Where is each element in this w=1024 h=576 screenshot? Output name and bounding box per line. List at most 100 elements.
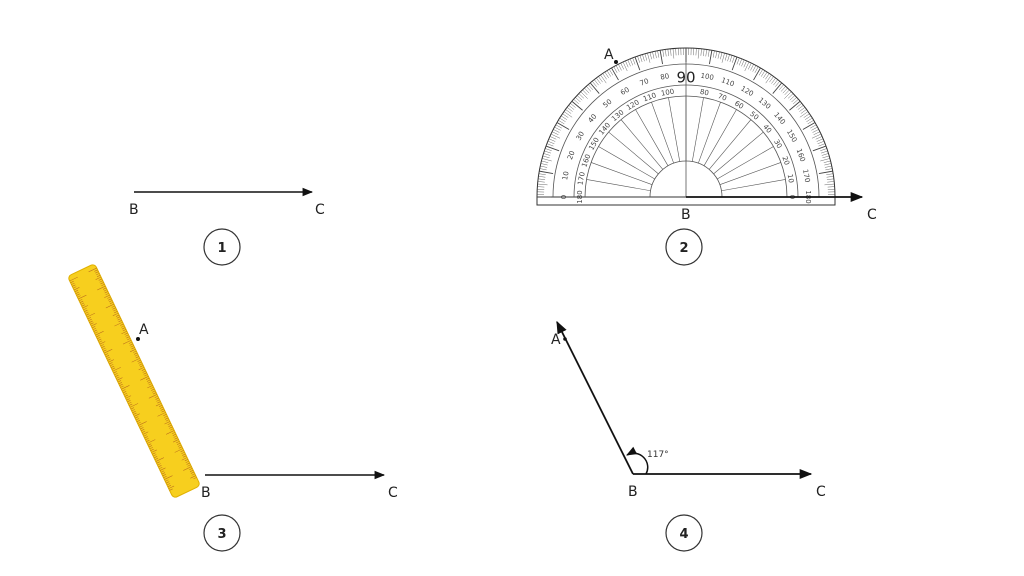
ruler-tick (105, 355, 110, 357)
protractor-tick (611, 67, 619, 81)
protractor-tick (553, 129, 560, 133)
ruler-tick (152, 392, 157, 395)
ruler-tick (114, 321, 123, 327)
protractor-ray (608, 131, 659, 175)
protractor-tick (807, 120, 814, 125)
ruler-tick (121, 325, 125, 328)
protractor-tick (672, 48, 675, 59)
protractor-ray (713, 131, 764, 175)
protractor-tick (810, 124, 817, 129)
protractor-inner-label: 40 (761, 123, 773, 135)
ruler-tick (159, 467, 166, 471)
ruler-tick (69, 276, 78, 282)
protractor-tick (724, 53, 728, 61)
protractor-tick (563, 111, 573, 118)
protractor-tick (797, 105, 804, 110)
ruler-tick (85, 313, 90, 316)
ruler-tick (80, 302, 85, 305)
ray-ba (556, 320, 634, 475)
protractor-tick (799, 111, 809, 118)
point-label-c: C (388, 485, 398, 501)
protractor-tick (602, 73, 607, 80)
ruler-tick (148, 383, 152, 386)
protractor-tick (647, 53, 651, 63)
protractor-tick (539, 170, 554, 175)
ruler-tick (156, 461, 160, 464)
ruler-tick (114, 373, 118, 376)
ruler-tick (142, 431, 149, 435)
protractor-tick (541, 160, 549, 163)
ruler-tick (88, 267, 97, 273)
ruler-tick (137, 421, 141, 424)
ruler-tick (161, 472, 166, 475)
protractor-tick (802, 122, 816, 130)
protractor-tick (538, 173, 546, 175)
protractor-tick (720, 52, 723, 60)
protractor-tick (752, 65, 757, 72)
protractor-tick (589, 82, 600, 94)
protractor-tick (565, 109, 572, 114)
protractor-tick (538, 176, 546, 178)
protractor-tick (555, 124, 562, 129)
protractor-tick (549, 136, 557, 140)
protractor-tick (542, 155, 550, 159)
ruler-tick (71, 282, 75, 285)
protractor-tick (576, 95, 583, 101)
ruler-tick (131, 347, 135, 350)
protractor-tick (560, 115, 568, 120)
protractor-tick (826, 173, 834, 175)
ruler-tick (78, 294, 87, 300)
point-label-a: A (139, 322, 149, 338)
protractor-tick (604, 71, 609, 79)
protractor-tick (547, 140, 555, 144)
ruler-tick (117, 380, 122, 383)
ruler-tick (161, 410, 165, 413)
protractor-tick (578, 93, 584, 99)
ruler-tick (114, 311, 118, 314)
ruler-tick (150, 386, 154, 389)
protractor-tick (815, 136, 823, 140)
ruler-tick (183, 455, 187, 458)
protractor-tick (736, 57, 740, 65)
protractor-ray (717, 146, 774, 180)
ruler-tick (118, 320, 122, 323)
ruler-tick (154, 457, 159, 460)
protractor-tick (544, 150, 552, 154)
ruler-tick (106, 356, 110, 359)
ruler-tick (132, 410, 136, 413)
protractor-tick (652, 51, 655, 59)
protractor-tick (729, 55, 733, 63)
point-label-b: B (201, 485, 211, 501)
protractor-tick (765, 74, 772, 84)
ruler-tick (120, 323, 124, 326)
ruler-tick (98, 340, 103, 343)
ruler-tick (154, 395, 158, 398)
step-number-circle (203, 228, 241, 266)
ruler-tick (123, 392, 128, 395)
ruler-tick (160, 408, 165, 411)
protractor-tick (596, 77, 601, 84)
ruler-tick (88, 318, 92, 321)
ruler-tick (111, 367, 116, 370)
ruler-tick (159, 466, 163, 469)
ruler-tick (164, 415, 168, 418)
ruler-tick (166, 483, 171, 486)
protractor-tick (627, 59, 631, 67)
ruler-tick (163, 414, 167, 416)
point-a (136, 337, 140, 341)
ruler-tick (150, 448, 154, 451)
protractor-tick (708, 50, 713, 65)
protractor-tick (537, 181, 545, 183)
protractor-tick (632, 57, 636, 65)
ruler-tick (101, 346, 105, 348)
ruler-tick (134, 416, 139, 419)
ruler-tick (108, 359, 114, 363)
ruler-tick (79, 299, 83, 302)
ruler-tick (133, 352, 138, 355)
ruler-tick (108, 298, 112, 301)
protractor-tick (573, 99, 579, 104)
protractor-tick (754, 66, 759, 73)
protractor-ray (721, 179, 786, 192)
ruler-tick (138, 361, 142, 364)
protractor-inner-label: 80 (699, 88, 709, 97)
